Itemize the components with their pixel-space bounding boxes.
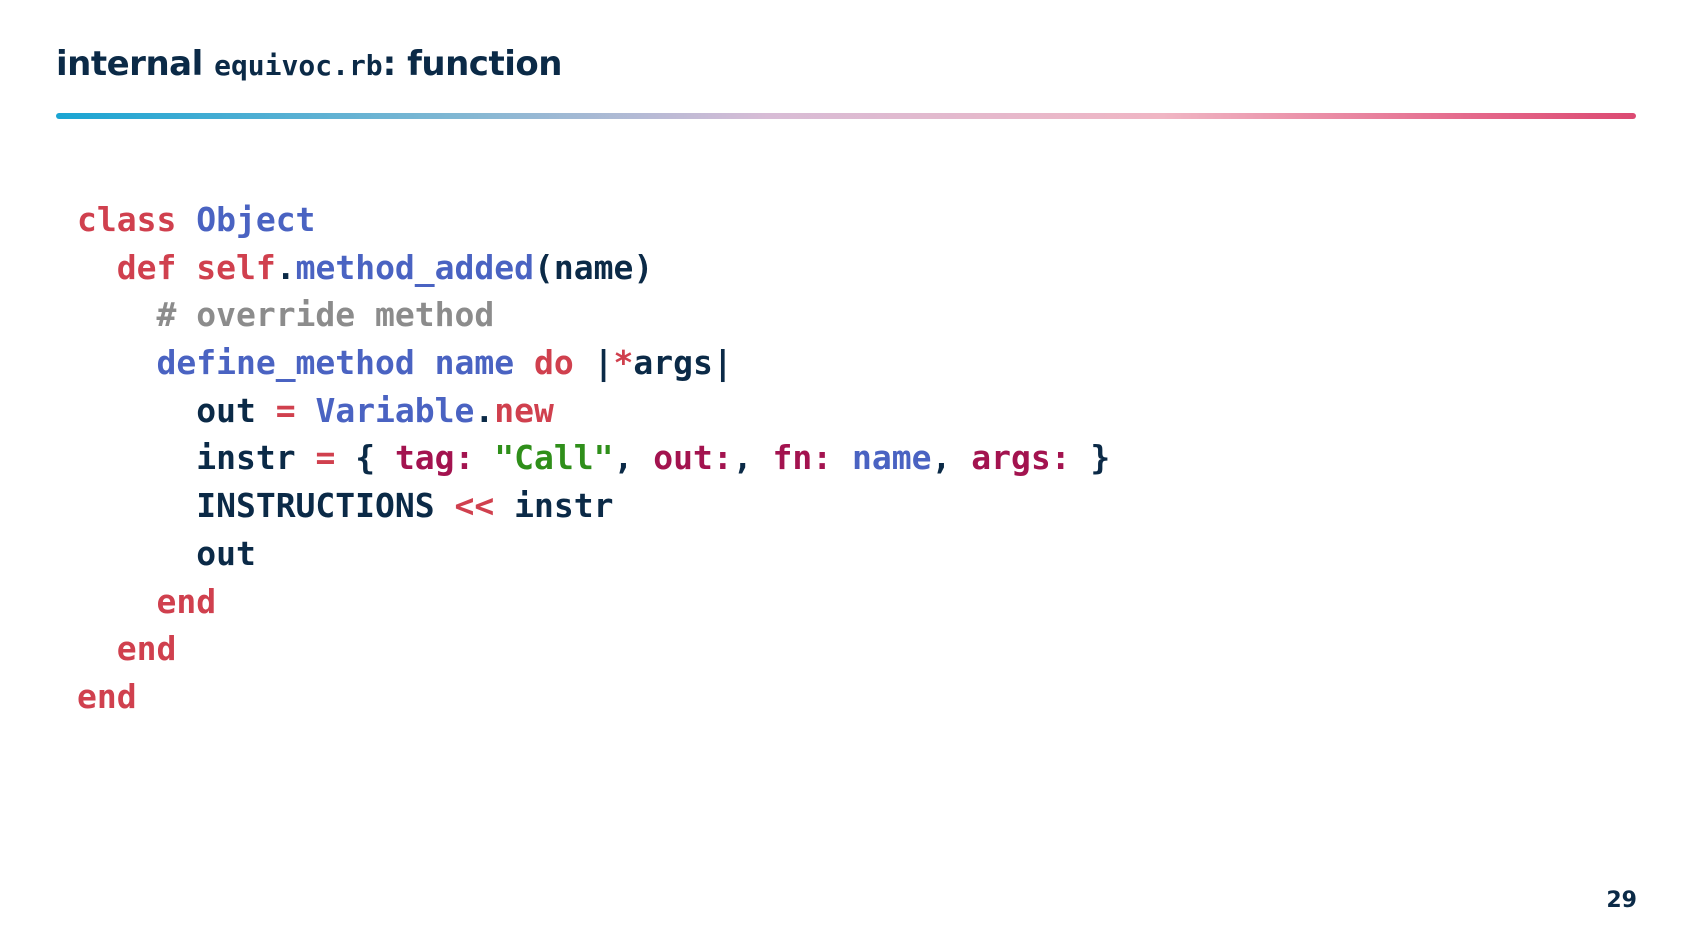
- token-string: "Call": [494, 438, 614, 478]
- code-line-9: end: [77, 578, 1110, 626]
- token-keyword: def: [116, 247, 177, 287]
- token-space: [176, 248, 196, 287]
- token-keyword: end: [156, 581, 217, 621]
- token-pipe: |: [712, 343, 733, 383]
- code-line-2: def self.method_added(name): [77, 244, 1110, 292]
- token-hash-key: out:: [653, 438, 733, 478]
- slide-title-filename: equivoc.rb: [214, 49, 383, 82]
- token-pipe: |: [593, 343, 614, 383]
- code-block: class Object def self.method_added(name)…: [77, 196, 1110, 721]
- token-brace: {: [355, 438, 395, 478]
- token-space: [176, 200, 196, 239]
- token-splat: *: [613, 343, 634, 383]
- code-line-4: define_method name do |*args|: [77, 339, 1110, 387]
- token-constant: INSTRUCTIONS: [196, 486, 435, 526]
- code-line-11: end: [77, 673, 1110, 721]
- token-operator: <<: [454, 486, 495, 526]
- token-space: [514, 343, 534, 382]
- token-method-name: method_added: [295, 247, 535, 287]
- token-keyword: do: [534, 343, 574, 383]
- code-line-8: out: [77, 530, 1110, 578]
- token-space: [415, 343, 435, 382]
- code-line-10: end: [77, 625, 1110, 673]
- token-punct: ,: [931, 438, 972, 478]
- slide-title-suffix: : function: [382, 44, 563, 84]
- code-line-5: out = Variable.new: [77, 387, 1110, 435]
- token-argument: name: [851, 438, 932, 478]
- token-space: [494, 486, 514, 525]
- token-keyword: class: [77, 200, 177, 239]
- token-argument: name: [434, 343, 515, 383]
- code-line-6: instr = { tag: "Call", out:, fn: name, a…: [77, 434, 1110, 482]
- token-operator: =: [315, 438, 336, 478]
- title-gradient-divider: [56, 113, 1636, 119]
- token-punct: .: [275, 247, 296, 287]
- token-self: self: [196, 247, 276, 287]
- code-line-3: # override method: [77, 291, 1110, 339]
- token-space: [435, 486, 455, 525]
- token-hash-key: fn:: [772, 438, 833, 478]
- token-hash-key: args:: [971, 438, 1071, 478]
- token-indent: [77, 295, 156, 334]
- token-indent: [77, 391, 196, 430]
- token-space: [832, 438, 852, 477]
- token-space: [574, 343, 594, 382]
- token-variable: instr: [514, 486, 614, 526]
- code-line-7: INSTRUCTIONS << instr: [77, 482, 1110, 530]
- token-indent: [77, 582, 156, 621]
- token-method-call: define_method: [156, 343, 415, 383]
- token-space: [474, 438, 494, 477]
- token-variable: instr: [196, 438, 296, 478]
- token-punct: ,: [613, 438, 654, 478]
- token-punct: ,: [732, 438, 773, 478]
- token-space: [335, 438, 355, 477]
- token-indent: [77, 629, 117, 668]
- slide-title: internal equivoc.rb: function: [56, 42, 562, 88]
- token-variable: out: [196, 390, 256, 430]
- token-indent: [77, 486, 196, 525]
- token-brace: }: [1070, 438, 1111, 478]
- token-space: [256, 391, 276, 430]
- token-operator: =: [275, 390, 296, 430]
- token-indent: [77, 534, 196, 573]
- token-class-name: Variable: [315, 390, 475, 430]
- token-params: (name): [534, 247, 654, 287]
- token-punct: .: [474, 390, 495, 430]
- code-line-1: class Object: [77, 196, 1110, 244]
- token-class-name: Object: [196, 200, 316, 239]
- token-keyword: new: [494, 390, 554, 430]
- token-variable: out: [196, 533, 256, 573]
- token-hash-key: tag:: [394, 438, 475, 478]
- token-comment: # override method: [156, 295, 495, 335]
- token-indent: [77, 438, 196, 477]
- token-block-arg: args: [633, 343, 713, 383]
- token-space: [296, 391, 316, 430]
- slide-title-prefix: internal: [56, 44, 215, 84]
- page-number: 29: [1606, 888, 1637, 913]
- token-space: [296, 438, 316, 477]
- token-indent: [77, 248, 117, 287]
- token-keyword: end: [116, 629, 177, 669]
- token-keyword: end: [77, 676, 137, 716]
- token-indent: [77, 343, 156, 382]
